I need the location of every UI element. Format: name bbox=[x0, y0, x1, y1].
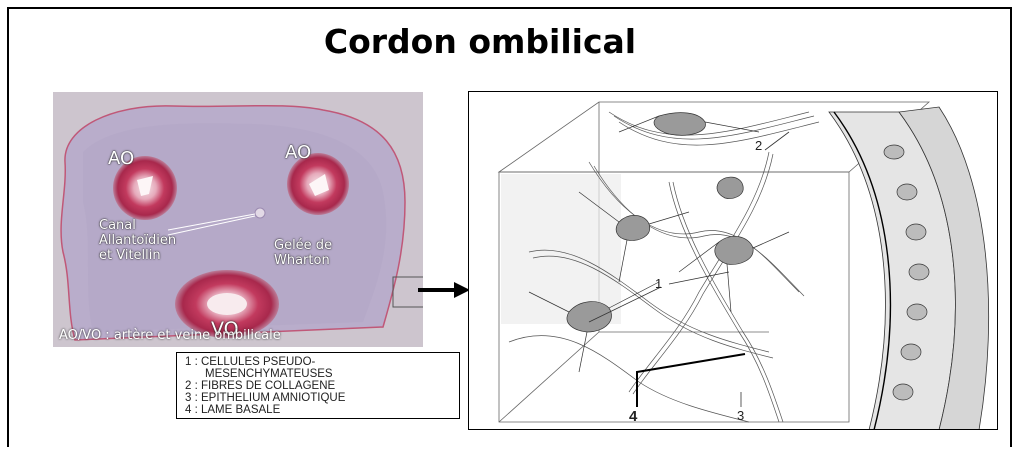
histology-photo: AO AO VO Canal Allantoïdien et Vitellin … bbox=[53, 92, 423, 347]
label-gelee-line2: Wharton bbox=[274, 253, 332, 268]
legend-item-1-cont: MESENCHYMATEUSES bbox=[185, 368, 459, 380]
label-gelee: Gelée de Wharton bbox=[274, 238, 332, 268]
label-ao-left: AO bbox=[108, 148, 134, 169]
drawing-number-3: 3 bbox=[737, 408, 744, 423]
label-gelee-line1: Gelée de bbox=[274, 238, 332, 253]
label-canal-line2: Allantoïdien bbox=[99, 233, 176, 248]
arrow-right-icon bbox=[418, 280, 472, 300]
drawing-number-4: 4 bbox=[629, 408, 637, 425]
legend-box: 1 : CELLULES PSEUDO- MESENCHYMATEUSES 2 … bbox=[176, 352, 460, 419]
legend-item-3: 3 : EPITHELIUM AMNIOTIQUE bbox=[185, 392, 459, 404]
label-canal: Canal Allantoïdien et Vitellin bbox=[99, 218, 176, 263]
label-ao-right: AO bbox=[285, 142, 311, 163]
label-canal-line1: Canal bbox=[99, 218, 176, 233]
page-title: Cordon ombilical bbox=[250, 22, 710, 61]
photo-caption: AO/VO : artère et veine ombilicale bbox=[59, 328, 281, 343]
wharton-jelly-illustration bbox=[469, 92, 998, 430]
label-canal-line3: et Vitellin bbox=[99, 248, 176, 263]
drawing-number-2: 2 bbox=[755, 138, 762, 153]
legend-item-2: 2 : FIBRES DE COLLAGENE bbox=[185, 380, 459, 392]
drawing-number-1: 1 bbox=[655, 276, 662, 291]
legend-item-4: 4 : LAME BASALE bbox=[185, 404, 459, 416]
schematic-drawing: 1 2 3 4 bbox=[468, 91, 998, 430]
legend-item-1: 1 : CELLULES PSEUDO- bbox=[185, 356, 459, 368]
